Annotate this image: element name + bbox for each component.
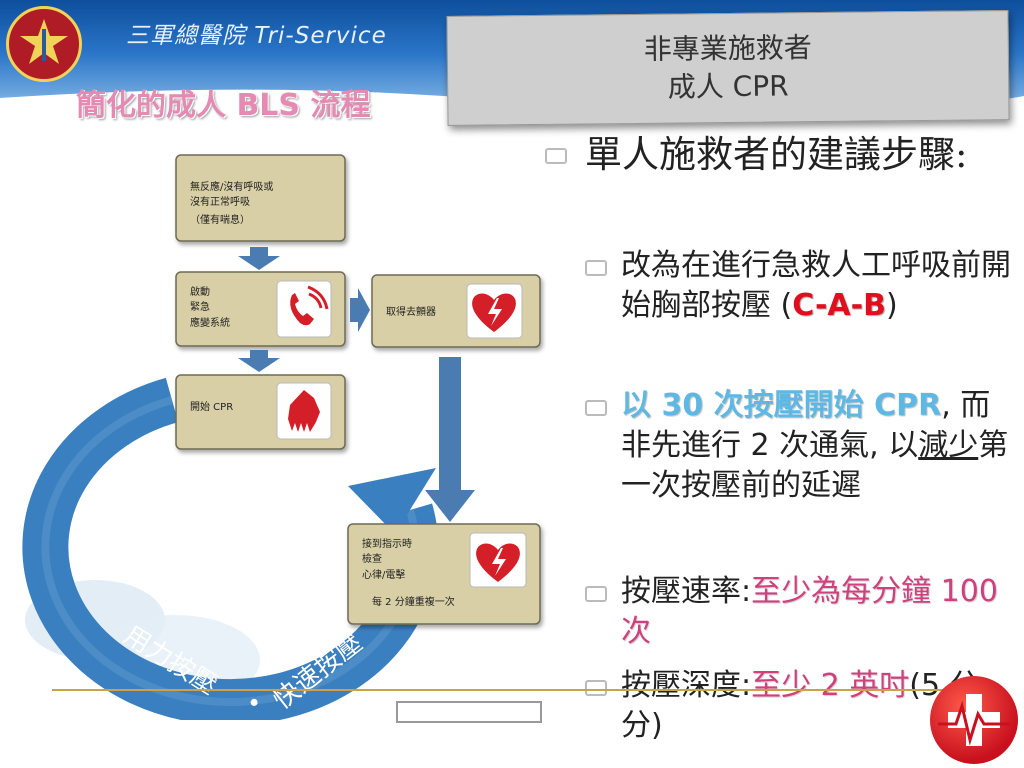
cab-highlight: C-A-B [792, 288, 886, 323]
slide-subtitle: 簡化的成人 BLS 流程 [76, 88, 371, 123]
box3-label: 取得去顫器 [386, 305, 436, 318]
hospital-name: 三軍總醫院 Tri-Service [126, 23, 387, 49]
box2-line-1: 啟動 [190, 285, 210, 298]
bullet-icon [585, 400, 607, 416]
main-bullet: 單人施救者的建議步驟: [545, 132, 995, 178]
bls-flowchart: 用力按壓 • 快速按壓 無反應/沒有呼吸或 沒有正常呼吸 （僅有喘息） 啟動 緊… [22, 154, 541, 720]
compression-text-2: 第一次按壓前的延遲 [621, 428, 1009, 503]
title-line-2: 成人 CPR [667, 69, 789, 104]
bullet-icon [585, 680, 607, 696]
compression-text-1: , 而非先進行 2 次通氣, 以 [621, 388, 991, 463]
title-line-1: 非專業施救者 [643, 31, 812, 66]
circle-label-dot: • [246, 689, 263, 718]
aed-heart-icon [466, 283, 523, 339]
cab-text: 改為在進行急救人工呼吸前開始胸部按壓 ( [621, 248, 1011, 323]
box5-line-1: 接到指示時 [362, 537, 412, 550]
box1-line-1: 無反應/沒有呼吸或 [190, 180, 273, 193]
sub-bullet-30-compressions: 以 30 次按壓開始 CPR, 而非先進行 2 次通氣, 以減少第一次按壓前的延… [585, 386, 1015, 506]
bullet-icon [545, 148, 567, 164]
box2-line-3: 應變系統 [190, 316, 230, 329]
arrow-right [350, 288, 370, 332]
arrow-down-1 [238, 247, 280, 270]
box5-line-3: 心律/電擊 [362, 568, 405, 581]
sub-bullet-rate: 按壓速率:至少為每分鐘 100 次 [585, 572, 1015, 652]
rate-label: 按壓速率: [621, 574, 752, 609]
sub-bullet-cab: 改為在進行急救人工呼吸前開始胸部按壓 (C-A-B) [585, 246, 1015, 326]
box1-line-2: 沒有正常呼吸 [190, 195, 250, 208]
svg-text:接到指示時 檢查 心律/電擊: 接到指示時 檢查 心律/電擊 每 2 分鐘重複一次 [362, 537, 455, 608]
footer-box [396, 701, 542, 723]
box1-line-3: （僅有喘息） [190, 213, 250, 226]
depth-value: 至少 2 英吋 [751, 668, 910, 703]
arrow-down-2 [238, 350, 280, 372]
svg-text:無反應/沒有呼吸或 沒有正常呼吸 （: 無反應/沒有呼吸或 沒有正常呼吸 （僅有喘息） [190, 180, 277, 226]
hands-cpr-icon [276, 382, 332, 440]
aed-heart-icon-2 [469, 532, 527, 588]
box5-note: 每 2 分鐘重複一次 [372, 595, 455, 608]
compression-highlight: 以 30 次按壓開始 CPR [621, 388, 942, 423]
hospital-logo-icon [6, 6, 82, 82]
bullet-icon [585, 260, 607, 276]
cycle-arrowhead [348, 468, 436, 534]
sub-bullet-depth: 按壓深度:至少 2 英吋(5 公分) [585, 666, 1015, 746]
footer-rule [52, 689, 982, 691]
box2-line-2: 緊急 [190, 300, 210, 313]
box4-label: 開始 CPR [190, 400, 233, 413]
box5-line-2: 檢查 [362, 552, 382, 565]
rate-value: 至少為每分鐘 100 次 [621, 574, 998, 649]
depth-label: 按壓深度: [621, 668, 752, 703]
title-box: 非專業施救者 成人 CPR [446, 10, 1010, 126]
bullet-icon [585, 586, 607, 602]
main-bullet-text: 單人施救者的建議步驟: [585, 133, 968, 176]
box-unresponsive [175, 154, 346, 242]
heartbeat-cross-icon [930, 676, 1018, 764]
cab-end: ) [885, 288, 898, 323]
compression-underline: 減少 [918, 428, 979, 463]
phone-icon [276, 280, 332, 338]
arrow-down-aed [439, 357, 461, 492]
svg-text:啟動 緊急 應變系統: 啟動 緊急 應變系統 [190, 285, 230, 329]
